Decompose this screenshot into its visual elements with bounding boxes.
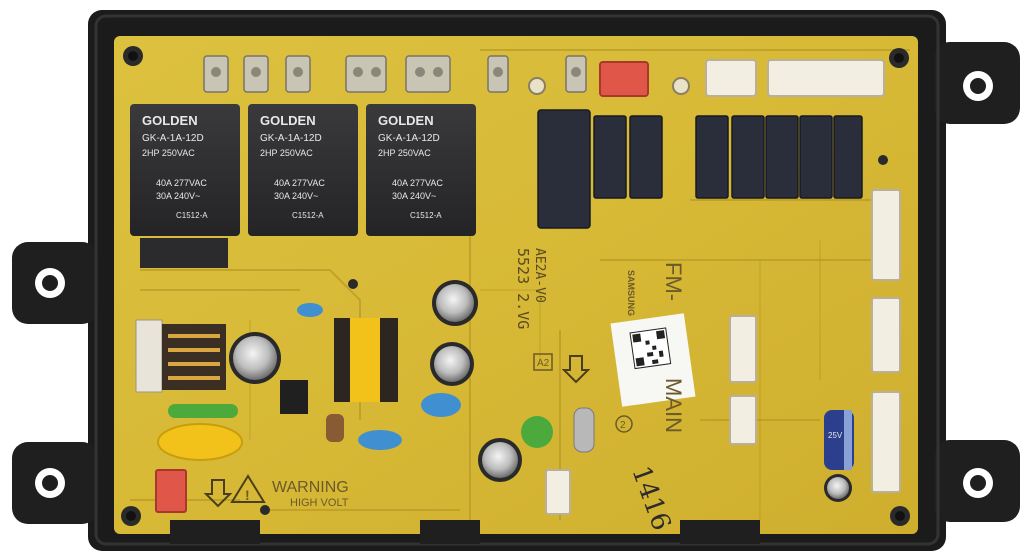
svg-text:40A 277VAC: 40A 277VAC (156, 178, 207, 188)
small-relays (537, 109, 863, 229)
svg-text:2HP 250VAC: 2HP 250VAC (142, 148, 195, 158)
blue-capacitor (421, 393, 461, 417)
brown-component (326, 414, 344, 442)
svg-text:2HP 250VAC: 2HP 250VAC (378, 148, 431, 158)
warning-subtitle: HIGH VOLT (290, 497, 349, 509)
maker-mark: SAMSUNG (626, 270, 636, 316)
svg-text:C1512-A: C1512-A (292, 211, 324, 220)
warning-block: ! WARNING HIGH VOLT (230, 474, 349, 509)
white-connector-large (767, 59, 885, 97)
svg-text:C1512-A: C1512-A (176, 211, 208, 220)
svg-text:30A 240V~: 30A 240V~ (156, 191, 200, 201)
electrolytic-capacitors (229, 280, 854, 502)
down-arrow-icon (561, 355, 591, 384)
svg-text:25V: 25V (828, 431, 843, 440)
svg-text:C1512-A: C1512-A (410, 211, 442, 220)
yellow-varistor (157, 423, 243, 461)
transformer-left (135, 319, 226, 393)
circle-marker: 2 (615, 415, 633, 433)
svg-text:30A 240V~: 30A 240V~ (392, 191, 436, 201)
crystal (573, 407, 595, 453)
qr-label (610, 313, 696, 407)
relay-2: GOLDEN GK-A-1A-12D 2HP 250VAC 40A 277VAC… (248, 104, 358, 236)
svg-text:GK-A-1A-12D: GK-A-1A-12D (142, 133, 204, 144)
red-connector-small (155, 469, 187, 513)
white-connector-small (705, 59, 757, 97)
relay-3: GOLDEN GK-A-1A-12D 2HP 250VAC 40A 277VAC… (366, 104, 476, 236)
svg-text:!: ! (245, 487, 250, 503)
svg-text:40A 277VAC: 40A 277VAC (274, 178, 325, 188)
warning-triangle-icon: ! (230, 474, 266, 503)
svg-text:GK-A-1A-12D: GK-A-1A-12D (378, 133, 440, 144)
svg-text:40A 277VAC: 40A 277VAC (392, 178, 443, 188)
transformer-center (334, 318, 398, 402)
svg-text:GOLDEN: GOLDEN (260, 113, 316, 128)
blue-capacitor (297, 303, 323, 317)
green-resistor (168, 404, 238, 418)
board-model-label: FM- (661, 262, 686, 301)
board-model-label-main: MAIN (661, 378, 686, 433)
svg-text:30A 240V~: 30A 240V~ (274, 191, 318, 201)
board-code-label-2: 5523 2.VG (514, 248, 532, 329)
svg-text:GK-A-1A-12D: GK-A-1A-12D (260, 133, 322, 144)
side-connectors (545, 189, 901, 515)
blue-capacitor (358, 430, 402, 450)
board-code-label: AE2A-V0 (532, 248, 547, 303)
svg-text:GOLDEN: GOLDEN (142, 113, 198, 128)
red-connector (599, 61, 649, 97)
potentiometer (528, 77, 546, 95)
svg-text:A2: A2 (537, 358, 550, 369)
a2-marker: A2 (533, 353, 553, 371)
green-component (521, 416, 553, 448)
potentiometer (672, 77, 690, 95)
down-arrow-icon (203, 479, 233, 508)
svg-text:2HP 250VAC: 2HP 250VAC (260, 148, 313, 158)
housing-clips (170, 520, 760, 544)
svg-text:GOLDEN: GOLDEN (378, 113, 434, 128)
svg-text:2: 2 (620, 420, 626, 431)
relay-1: GOLDEN GK-A-1A-12D 2HP 250VAC 40A 277VAC… (130, 104, 240, 268)
qr-code-icon (629, 327, 672, 370)
ic-chip (280, 380, 308, 414)
warning-title: WARNING (272, 479, 349, 496)
